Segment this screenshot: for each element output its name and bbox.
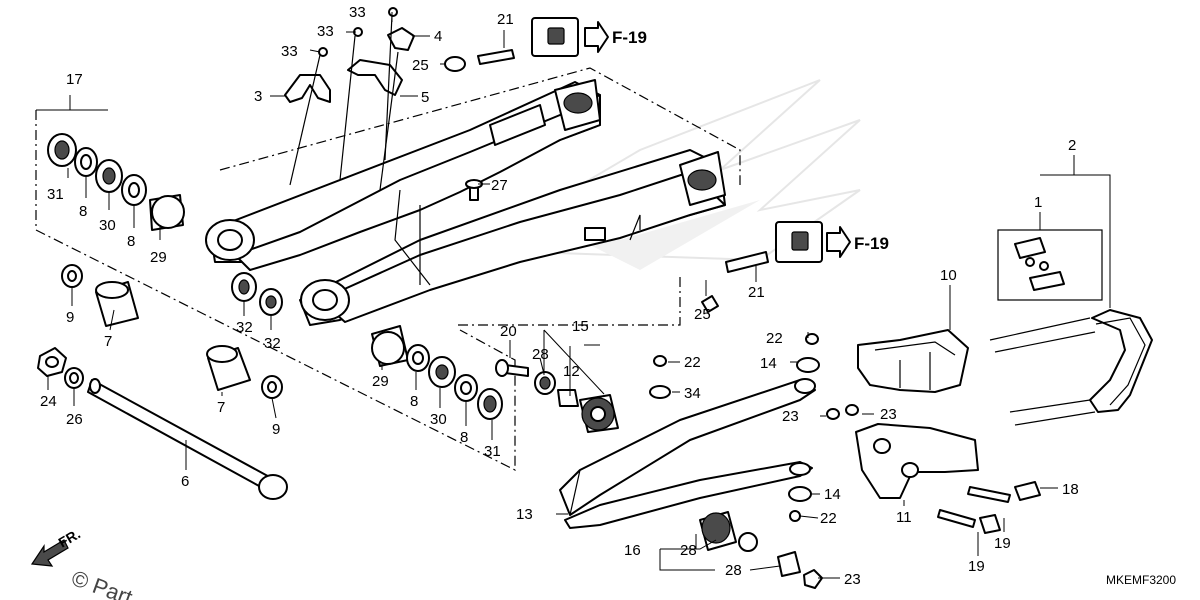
copyright-text: © Part bbox=[68, 565, 135, 600]
chain-guide-bracket bbox=[855, 423, 1041, 534]
label-24: 24 bbox=[40, 393, 57, 410]
label-25-mid: 25 bbox=[694, 306, 711, 323]
swingarm bbox=[205, 79, 726, 326]
drive-chain bbox=[989, 229, 1153, 426]
label-3: 3 bbox=[254, 88, 262, 105]
label-29-right: 29 bbox=[372, 373, 389, 390]
label-34: 34 bbox=[684, 385, 701, 402]
pivot-bearing-set-right bbox=[231, 272, 503, 420]
label-32-left: 32 bbox=[236, 319, 253, 336]
label-12: 12 bbox=[563, 363, 580, 380]
label-23-a: 23 bbox=[782, 408, 799, 425]
ref-f19-top: F-19 bbox=[612, 28, 647, 47]
front-direction-arrow: FR. bbox=[30, 525, 83, 567]
label-15: 15 bbox=[572, 318, 589, 335]
label-4: 4 bbox=[434, 28, 442, 45]
label-14-top: 14 bbox=[760, 355, 777, 372]
label-28-top: 28 bbox=[532, 346, 549, 363]
label-21-mid: 21 bbox=[748, 284, 765, 301]
label-10: 10 bbox=[940, 267, 957, 284]
label-16: 16 bbox=[624, 542, 641, 559]
label-30-right: 30 bbox=[430, 411, 447, 428]
label-7-left: 7 bbox=[104, 333, 112, 350]
label-13: 13 bbox=[516, 506, 533, 523]
label-26: 26 bbox=[66, 411, 83, 428]
label-9-right: 9 bbox=[272, 421, 280, 438]
label-30-left: 30 bbox=[99, 217, 116, 234]
label-8-c: 8 bbox=[410, 393, 418, 410]
label-27: 27 bbox=[491, 177, 508, 194]
label-25-top: 25 bbox=[412, 57, 429, 74]
label-8-b: 8 bbox=[127, 233, 135, 250]
chain-slider bbox=[857, 329, 969, 393]
label-22-b: 22 bbox=[766, 330, 783, 347]
pivot-bearing-set-left bbox=[47, 133, 185, 231]
label-28-mid: 28 bbox=[680, 542, 697, 559]
label-33-left: 33 bbox=[281, 43, 298, 60]
label-8-d: 8 bbox=[460, 429, 468, 446]
label-6: 6 bbox=[181, 473, 189, 490]
label-20: 20 bbox=[500, 323, 517, 340]
part-labels: 33 33 33 3 4 5 25 21 F-19 17 27 31 8 30 … bbox=[40, 4, 1176, 600]
chain-adjuster-middle bbox=[775, 221, 851, 263]
label-18: 18 bbox=[1062, 481, 1079, 498]
label-23-bottom: 23 bbox=[844, 571, 861, 588]
chain-adjuster-top bbox=[531, 17, 609, 57]
label-8-a: 8 bbox=[79, 203, 87, 220]
label-19-b: 19 bbox=[968, 558, 985, 575]
label-33-top: 33 bbox=[349, 4, 366, 21]
label-28-bottom: 28 bbox=[725, 562, 742, 579]
label-23-b: 23 bbox=[880, 406, 897, 423]
label-1: 1 bbox=[1034, 194, 1042, 211]
swingarm-outline bbox=[219, 67, 741, 185]
top-bolts bbox=[444, 49, 769, 313]
label-11: 11 bbox=[896, 509, 912, 526]
hose-clamp-brackets bbox=[284, 7, 415, 191]
label-9-left: 9 bbox=[66, 309, 74, 326]
label-2: 2 bbox=[1068, 137, 1076, 154]
leader-lines bbox=[47, 12, 1111, 579]
label-7-mid: 7 bbox=[217, 399, 225, 416]
label-5: 5 bbox=[421, 89, 429, 106]
arm-outline bbox=[458, 275, 681, 326]
diagram-code: MKEMF3200 bbox=[1106, 573, 1176, 587]
label-22-a: 22 bbox=[684, 354, 701, 371]
shock-link-arm bbox=[495, 333, 859, 589]
label-29-left: 29 bbox=[150, 249, 167, 266]
label-22-c: 22 bbox=[820, 510, 837, 527]
pivot-axle-set bbox=[37, 264, 288, 500]
label-21-top: 21 bbox=[497, 11, 514, 28]
ref-f19-middle: F-19 bbox=[854, 234, 889, 253]
label-32-right: 32 bbox=[264, 335, 281, 352]
label-33-mid: 33 bbox=[317, 23, 334, 40]
group-17-outline bbox=[35, 110, 516, 471]
label-31-right: 31 bbox=[484, 443, 501, 460]
label-19-a: 19 bbox=[994, 535, 1011, 552]
label-14-bottom: 14 bbox=[824, 486, 841, 503]
label-31-left: 31 bbox=[47, 186, 64, 203]
label-17: 17 bbox=[66, 71, 83, 88]
